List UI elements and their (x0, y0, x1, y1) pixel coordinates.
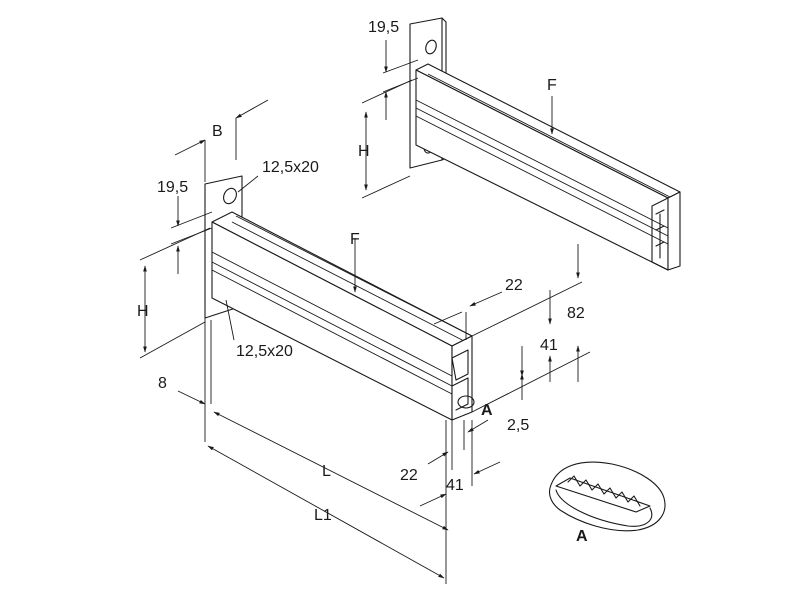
label-41-bottom: 41 (446, 477, 464, 494)
dimension-labels: B 19,5 19,5 12,5x20 12,5x20 H H F F 22 8… (137, 19, 588, 545)
label-f-front: F (350, 231, 360, 248)
label-left-19-5: 19,5 (157, 179, 188, 196)
label-detail-a: A (576, 528, 588, 545)
back-slot-upper (425, 39, 437, 55)
label-22-top: 22 (505, 277, 523, 294)
label-8: 8 (158, 375, 167, 392)
front-slot-upper (223, 187, 237, 205)
label-top-19-5: 19,5 (368, 19, 399, 36)
end-dimensions (419, 244, 591, 507)
label-h-left: H (137, 303, 149, 320)
detail-a-circle (457, 395, 475, 409)
label-l1: L1 (314, 507, 332, 524)
label-detail-a-mark: A (481, 402, 493, 419)
label-h-top: H (358, 143, 370, 160)
label-82: 82 (567, 305, 585, 322)
label-2-5: 2,5 (507, 417, 529, 434)
detail-a-view (548, 461, 666, 532)
label-41-mid: 41 (540, 337, 558, 354)
label-f-top: F (547, 77, 557, 94)
back-arm-end (667, 191, 681, 271)
label-22-bottom: 22 (400, 467, 418, 484)
label-slot-top: 12,5x20 (262, 159, 319, 176)
label-slot-bottom: 12,5x20 (236, 343, 293, 360)
back-bracket (361, 17, 681, 271)
label-b: B (212, 123, 223, 140)
label-l: L (322, 463, 331, 480)
